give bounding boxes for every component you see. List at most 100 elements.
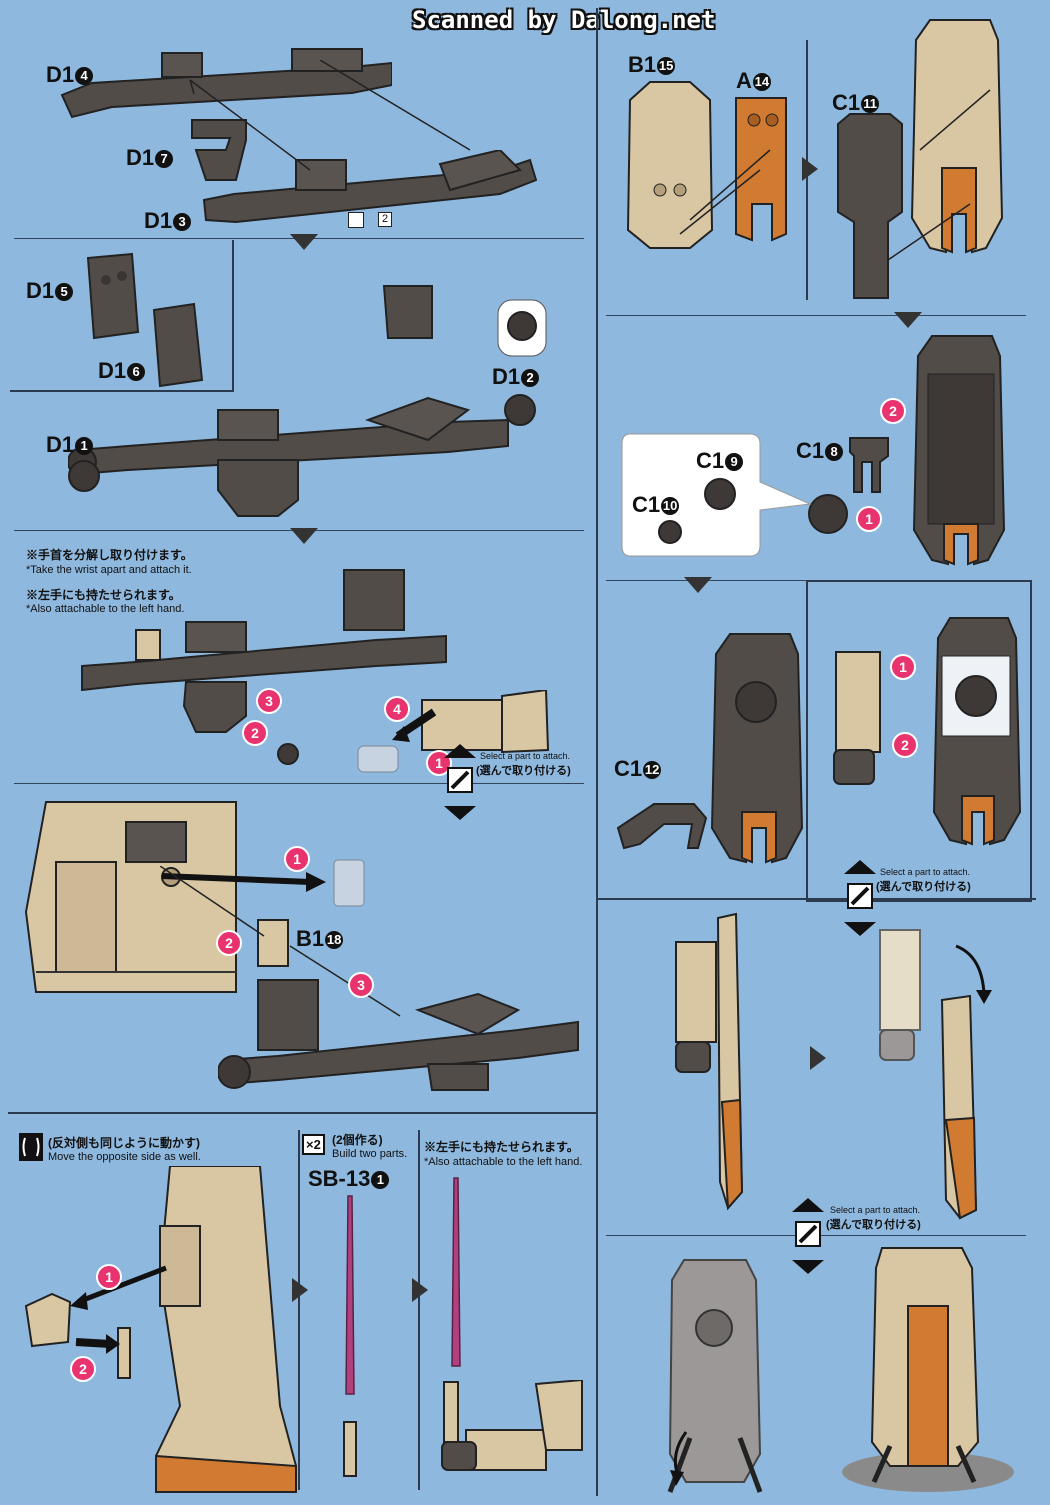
right-arrow-4 <box>412 1278 428 1302</box>
select-part-en-3: Select a part to attach. <box>830 1205 921 1215</box>
b1-18-mount <box>257 919 289 967</box>
shield-stand-front <box>842 1247 1014 1492</box>
note-left-hand-jp: ※左手にも持たせられます。 <box>26 588 181 602</box>
select-part-en-1: Select a part to attach. <box>480 751 571 761</box>
arm-shield-side-view <box>675 912 744 1211</box>
bazooka-with-wrist <box>81 569 447 765</box>
select-part-jp-3: (選んで取り付ける) <box>826 1219 921 1231</box>
c1-8-bracket <box>849 437 889 493</box>
small-part-badge-number: 2 <box>378 212 393 227</box>
note-left-hand-en-2: *Also attachable to the left hand. <box>424 1156 583 1168</box>
step-marker-body-1: 1 <box>284 846 310 872</box>
d1-6-magazine-half <box>152 302 204 388</box>
d1-3-bazooka-half <box>202 150 538 224</box>
right-arrow-3 <box>292 1278 308 1302</box>
note-build-two-jp: (2個作る) <box>332 1133 383 1147</box>
wrist-arm-part <box>421 690 550 754</box>
leg-pin <box>117 1327 131 1379</box>
step-marker-leg-2: 2 <box>70 1356 96 1382</box>
select-part-arrow-icon-2 <box>844 860 876 936</box>
d1-2-muzzle-cap <box>497 299 547 357</box>
note-left-hand-jp-2: ※左手にも持たせられます。 <box>424 1140 579 1154</box>
step-marker-arm-2: 2 <box>892 732 918 758</box>
step-marker-c18-2: 2 <box>880 398 906 424</box>
shield-mounted-frame <box>932 617 1022 846</box>
beam-saber-hilt <box>343 1421 357 1477</box>
step-marker-4: 4 <box>384 696 410 722</box>
down-arrow-4 <box>684 577 712 593</box>
c1-10-part <box>658 520 682 544</box>
leg-attach-arrows <box>70 1265 167 1354</box>
leg-armor-plate <box>24 1292 72 1348</box>
left-bottom-divider <box>8 1112 598 1114</box>
d1-magazine-inset-box <box>10 240 234 392</box>
assembled-bazooka <box>68 396 509 517</box>
d1-1-cap <box>68 460 100 492</box>
step-marker-3: 3 <box>256 688 282 714</box>
ghost-mount-part <box>333 859 365 907</box>
note-wrist-en: *Take the wrist apart and attach it. <box>26 564 192 576</box>
c1-12-clip <box>616 803 708 850</box>
shield-back-assembled <box>910 19 1004 254</box>
down-arrow-3 <box>894 312 922 328</box>
ghost-hand <box>357 745 399 773</box>
build-two-icon: ×2 <box>302 1134 325 1155</box>
select-part-jp-2: (選んで取り付ける) <box>876 881 971 893</box>
c1-11-dark-frame <box>837 113 903 299</box>
right-arrow-2 <box>810 1046 826 1070</box>
down-arrow-1 <box>290 234 318 250</box>
magazine <box>382 285 433 339</box>
attach-arrow-black <box>392 708 437 742</box>
shield-with-frame <box>912 335 1006 566</box>
step-marker-leg-1: 1 <box>96 1264 122 1290</box>
d1-assembly-arrows <box>189 60 471 171</box>
robot-torso <box>24 801 237 993</box>
a-14-orange-frame <box>735 97 787 242</box>
separator-3 <box>14 783 584 784</box>
beam-saber-blade <box>345 1195 355 1395</box>
note-opposite-en: Move the opposite side as well. <box>48 1151 201 1163</box>
arm-shield-rotated-view <box>879 929 992 1220</box>
note-left-hand-en: *Also attachable to the left hand. <box>26 603 185 615</box>
down-arrow-2 <box>290 528 318 544</box>
center-divider <box>596 8 598 1496</box>
opposite-side-icon <box>19 1133 43 1161</box>
d1-4-bazooka-half <box>60 48 392 119</box>
step-marker-c18-1: 1 <box>856 506 882 532</box>
right-middle-panel <box>806 580 1032 902</box>
separator-4 <box>606 315 1026 316</box>
mount-guide-lines <box>160 866 401 1017</box>
beam-saber-blade-2 <box>451 1177 461 1367</box>
b1-15-shield-plate <box>626 81 714 249</box>
select-part-jp-1: (選んで取り付ける) <box>476 765 571 777</box>
step-marker-body-3: 3 <box>348 972 374 998</box>
mounted-bazooka <box>218 979 579 1091</box>
shield-assembly-arrows <box>679 89 991 261</box>
right-arrow-1 <box>802 157 818 181</box>
step-marker-2: 2 <box>242 720 268 746</box>
shield-with-joint <box>710 633 804 864</box>
select-part-en-2: Select a part to attach. <box>880 867 971 877</box>
note-opposite-jp: (反対側も同じように動かす) <box>48 1136 200 1150</box>
step-marker-arm-1: 1 <box>890 654 916 680</box>
hand-with-saber <box>441 1380 583 1471</box>
select-part-arrow-icon <box>444 744 476 820</box>
note-wrist-jp: ※手首を分解し取り付けます。 <box>26 548 193 562</box>
c1-joint <box>808 494 848 534</box>
robot-forearm <box>833 651 881 785</box>
d1-7-grip <box>191 119 247 181</box>
